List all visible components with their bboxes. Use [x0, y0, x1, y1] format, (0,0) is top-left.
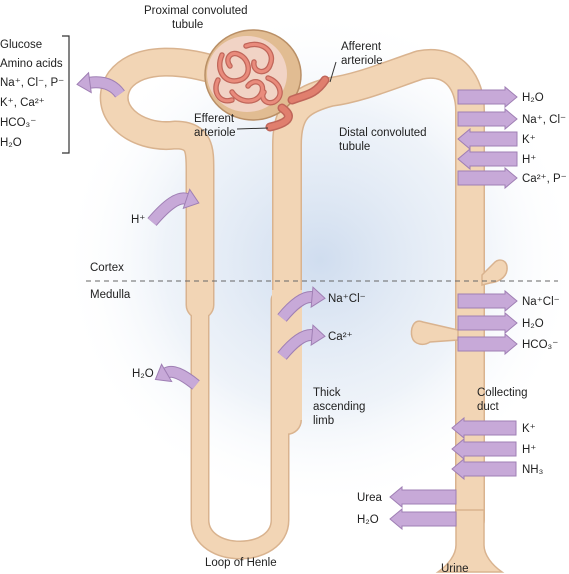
- cd-lower-arrow-0: [451, 416, 517, 440]
- dct-arrow-0: [457, 85, 518, 109]
- pct-item: K⁺, Ca²⁺: [0, 97, 45, 109]
- label-thick-1: Thick: [313, 387, 341, 399]
- thick-limb-label-1: Ca²⁺: [328, 331, 353, 343]
- pct-item: Amino acids: [0, 58, 63, 70]
- dct-arrow-3: [457, 147, 518, 171]
- pct-bracket: [62, 35, 70, 154]
- label-urine: Urine: [441, 563, 468, 574]
- cd-upper-arrow-0: [457, 289, 518, 313]
- descending-h2o-arrow-head: [154, 363, 173, 383]
- descending-h2o-label: H₂O: [132, 368, 154, 380]
- dct-label-3: H⁺: [522, 154, 536, 166]
- cd-lower-arrow-2: [451, 457, 517, 481]
- cd-upper-label-2: HCO₃⁻: [522, 339, 558, 351]
- label-efferent-2: arteriole: [194, 127, 236, 139]
- efferent-leader: [236, 127, 269, 130]
- pct-h-label: H⁺: [131, 214, 145, 226]
- pct-item: Glucose: [0, 39, 42, 51]
- cd-left-arrow-0: [389, 485, 457, 509]
- pct-reabsorb-arrow-head: [76, 71, 92, 94]
- tubule: [99, 47, 508, 573]
- pct-item: H₂O: [0, 137, 22, 149]
- collecting-duct-outlet: [435, 509, 505, 573]
- descending-limb: [192, 292, 288, 558]
- thick-limb-arrow-1-head: [310, 324, 326, 347]
- cd-left-arrow-1: [389, 507, 457, 531]
- pct-item: HCO₃⁻: [0, 117, 36, 129]
- label-collecting-1: Collecting: [477, 387, 528, 399]
- transport-arrows: H⁺ H₂O Na⁺Cl⁻ Ca²⁺ H₂O Na⁺, Cl⁻ K⁺ H⁺ Ca²⁺, P⁻ Na…: [76, 71, 567, 531]
- capillary-tuft-highlight: [214, 43, 282, 105]
- cd-lower-arrow-1: [451, 437, 517, 461]
- cd-left-label-0: Urea: [357, 492, 383, 504]
- ascending-limb: [273, 50, 484, 534]
- label-cortex: Cortex: [90, 262, 124, 274]
- dct-arrow-4: [457, 166, 518, 190]
- label-pct-2: tubule: [172, 19, 203, 31]
- label-dct-1: Distal convoluted: [339, 127, 427, 139]
- dct-label-0: H₂O: [522, 92, 544, 104]
- dct-arrow-1: [457, 107, 518, 131]
- dct-label-1: Na⁺, Cl⁻: [522, 114, 566, 126]
- pct-h-arrow-head: [182, 188, 200, 210]
- cd-lower-label-0: K⁺: [522, 423, 536, 435]
- pct-h-arrow-body: [148, 193, 189, 226]
- cd-lower-label-2: NH₃: [522, 464, 544, 476]
- cd-branch-upper: [481, 259, 508, 286]
- thick-limb-label-0: Na⁺Cl⁻: [328, 293, 366, 305]
- thick-limb-arrow-1-body: [278, 330, 313, 360]
- label-collecting-2: duct: [477, 401, 500, 413]
- glomerulus: [204, 29, 330, 132]
- label-dct-2: tubule: [339, 141, 370, 153]
- label-pct-1: Proximal convoluted: [144, 5, 248, 17]
- cd-lower-label-1: H⁺: [522, 444, 536, 456]
- label-afferent-2: arteriole: [341, 55, 383, 67]
- descending-h2o-arrow-body: [164, 366, 200, 389]
- label-loop: Loop of Henle: [205, 557, 277, 569]
- afferent-arteriole-inner: [289, 77, 328, 103]
- cd-branch-lower: [410, 320, 459, 346]
- proximal-tubule: [101, 49, 235, 318]
- afferent-leader: [329, 61, 337, 83]
- label-medulla: Medulla: [90, 289, 131, 301]
- cd-upper-label-0: Na⁺Cl⁻: [522, 296, 560, 308]
- label-thick-3: limb: [313, 415, 334, 427]
- dct-label-2: K⁺: [522, 134, 536, 146]
- cd-upper-label-1: H₂O: [522, 318, 544, 330]
- cd-upper-arrow-2: [457, 332, 518, 356]
- label-efferent-1: Efferent: [194, 113, 235, 125]
- efferent-arteriole-inner: [267, 105, 292, 130]
- cd-upper-arrow-1: [457, 311, 518, 335]
- labels: Proximal convoluted tubule Afferent arte…: [0, 5, 528, 574]
- dct-arrow-2: [457, 127, 518, 151]
- thick-limb-arrow-0-body: [278, 292, 313, 322]
- pct-item: Na⁺, Cl⁻, P⁻: [0, 77, 64, 89]
- thick-limb-arrow-0-head: [310, 286, 326, 309]
- label-afferent-1: Afferent: [341, 41, 382, 53]
- cd-left-label-1: H₂O: [357, 514, 379, 526]
- dct-label-4: Ca²⁺, P⁻: [522, 173, 567, 185]
- label-thick-2: ascending: [313, 401, 365, 413]
- pct-reabsorb-arrow-body: [89, 77, 125, 98]
